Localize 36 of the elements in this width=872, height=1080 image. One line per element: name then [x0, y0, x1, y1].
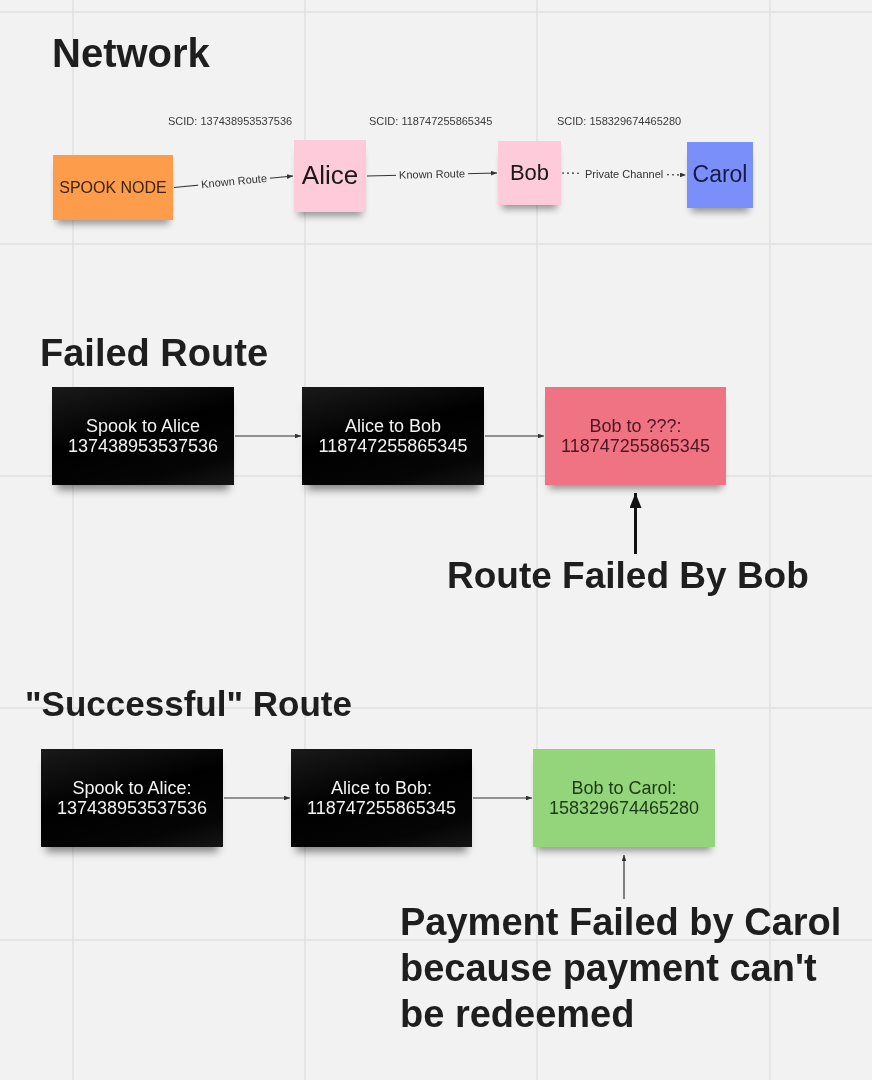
route-step-card: [291, 749, 472, 847]
sticky-note: [533, 749, 715, 847]
arrow: [472, 795, 533, 801]
arrow: [234, 433, 302, 439]
arrow: [223, 795, 291, 801]
arrow: [484, 433, 545, 439]
edge-label: Known Route: [395, 167, 469, 182]
callout-text: Payment Failed by Carol because payment can't be redeemed: [400, 900, 858, 1038]
node-label: Alice: [301, 161, 359, 191]
route-step-card: [52, 387, 234, 485]
sticky-note: [687, 142, 753, 208]
node-label: Alice to Bob: 118747255865345: [306, 777, 457, 819]
node-label: Spook to Alice 137438953537536: [66, 415, 220, 457]
sticky-note: [498, 141, 561, 205]
route-step-card: [41, 749, 223, 847]
channel-id-label: SCID: 137438953537536: [168, 116, 293, 127]
node-label: Carol: [692, 162, 748, 188]
node-label: Alice to Bob 118747255865345: [317, 415, 469, 457]
callout-text: Route Failed By Bob: [447, 555, 809, 598]
node-label: Bob to ???: 118747255865345: [560, 415, 711, 457]
node-label: Bob to Carol: 158329674465280: [547, 777, 701, 819]
section-heading: "Successful" Route: [25, 686, 352, 721]
edge-label: Private Channel: [582, 167, 667, 181]
section-heading: Network: [52, 33, 210, 73]
node-label: Spook to Alice: 137438953537536: [55, 777, 209, 819]
channel-id-label: SCID: 118747255865345: [369, 116, 493, 127]
arrow: [629, 493, 642, 554]
sticky-note: [294, 140, 366, 212]
route-step-card: [302, 387, 484, 485]
sticky-note: [545, 387, 726, 485]
node-label: SPOOK NODE: [59, 178, 167, 197]
section-heading: Failed Route: [40, 334, 269, 372]
arrow: [621, 854, 627, 900]
channel-id-label: SCID: 158329674465280: [557, 116, 682, 127]
sticky-note: [53, 155, 173, 220]
node-label: Bob: [509, 160, 550, 186]
